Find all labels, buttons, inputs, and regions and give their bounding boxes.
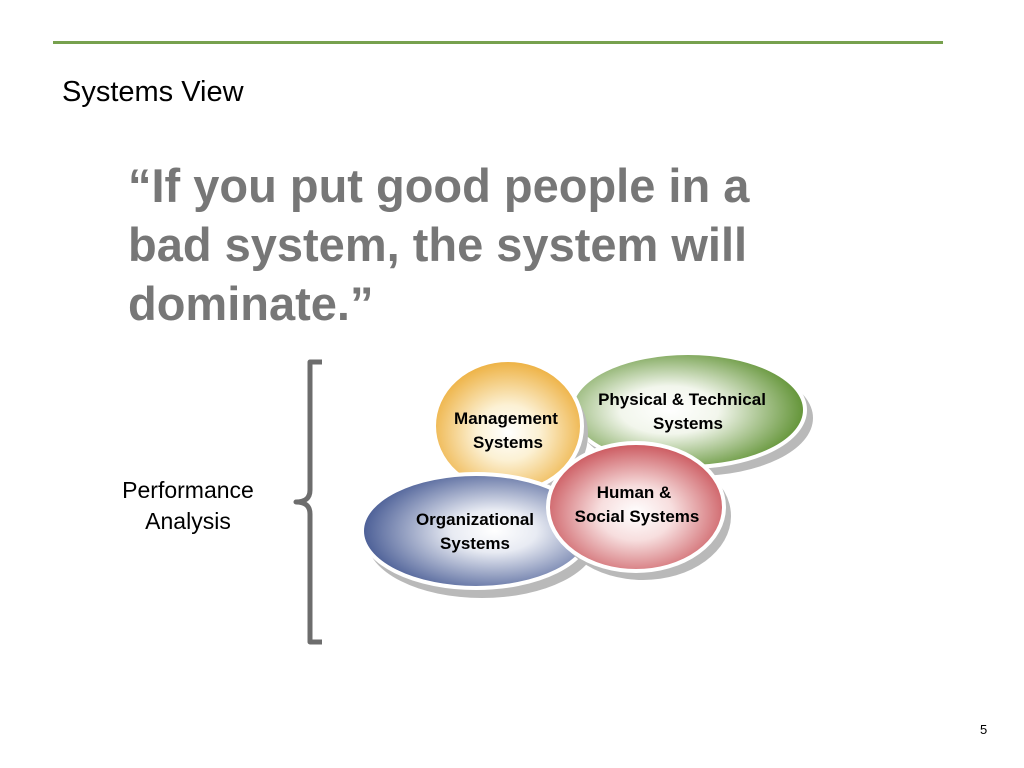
- quote-line-1: “If you put good people in a: [128, 159, 750, 212]
- label-line-1: Organizational: [416, 510, 534, 529]
- side-label-line-1: Performance: [122, 477, 254, 503]
- label-line-2: Systems: [653, 414, 723, 433]
- top-rule: [53, 41, 943, 44]
- bracket-path: [293, 359, 322, 645]
- label-line-2: Social Systems: [575, 507, 700, 526]
- organizational-systems-node: Organizational Systems: [360, 472, 597, 598]
- slide-title: Systems View: [62, 76, 244, 108]
- quote-line-2: bad system, the system will: [128, 218, 748, 271]
- ellipse: [546, 441, 726, 573]
- side-label-line-2: Analysis: [145, 508, 231, 534]
- label-line-1: Management: [454, 409, 558, 428]
- label-line-2: Systems: [440, 534, 510, 553]
- quote: “If you put good people in a bad system,…: [128, 156, 848, 333]
- label-line-1: Physical & Technical: [598, 390, 766, 409]
- page-number: 5: [980, 722, 988, 737]
- human-social-systems-node: Human & Social Systems: [546, 441, 731, 580]
- quote-line-3: dominate.”: [128, 277, 374, 330]
- label-line-1: Human &: [597, 483, 672, 502]
- systems-diagram: Physical & Technical Systems Management …: [360, 351, 813, 598]
- curly-bracket: [293, 359, 322, 645]
- performance-analysis-label: Performance Analysis: [100, 475, 276, 537]
- label-line-2: Systems: [473, 433, 543, 452]
